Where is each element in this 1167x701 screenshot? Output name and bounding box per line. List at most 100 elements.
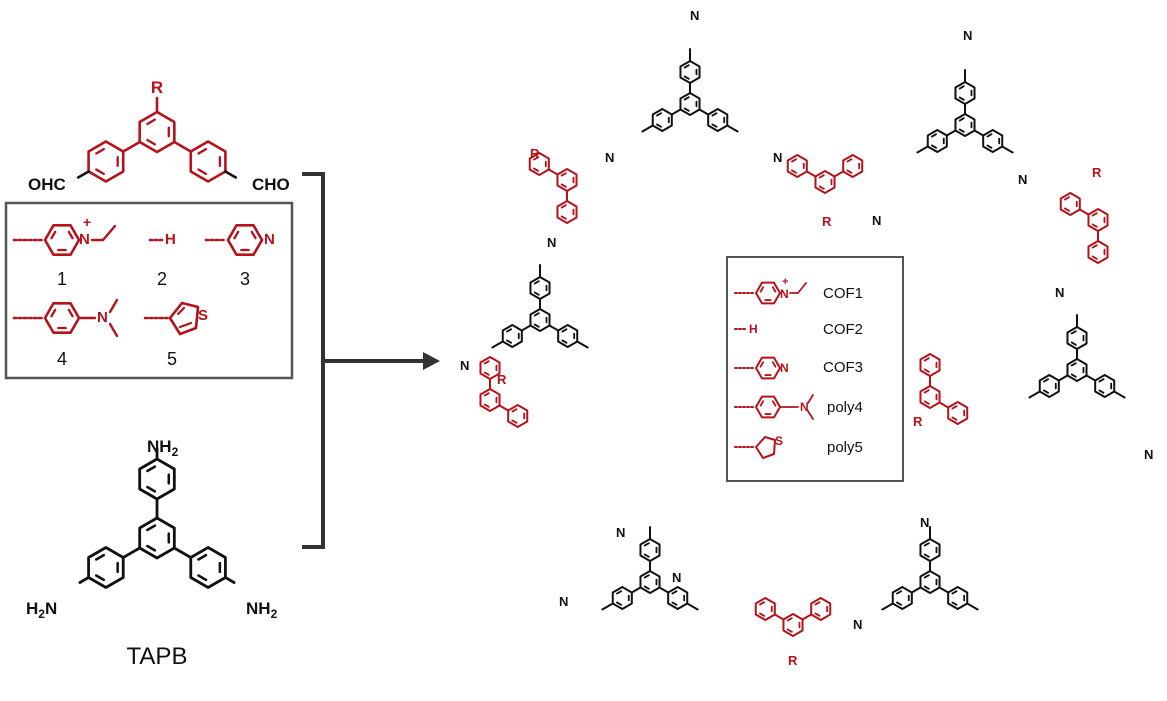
cho-bond — [76, 170, 90, 179]
legend5-s: S — [775, 434, 783, 448]
subst5-s: S — [198, 307, 208, 324]
linker-aryl-ring — [507, 404, 529, 428]
subst3-index: 3 — [240, 269, 250, 289]
imine-n-label: N — [872, 213, 881, 228]
node-aryl-bond — [698, 108, 710, 116]
imine-bond — [576, 340, 589, 349]
legend-cof1: COF1 — [823, 285, 863, 302]
aromatic-bond — [533, 323, 540, 328]
aryl-ring — [87, 546, 125, 589]
aromatic-bond — [146, 138, 157, 146]
aromatic-bond — [561, 328, 568, 333]
subst3-n: N — [264, 231, 275, 248]
aromatic-bond — [791, 158, 798, 163]
aromatic-bond — [814, 601, 821, 606]
linker-aryl-ring — [1087, 240, 1109, 264]
aromatic-bond — [951, 405, 958, 410]
tapb-structure — [78, 447, 236, 589]
aromatic-bond — [483, 392, 490, 397]
tapb-top-nh2: NH2 — [147, 437, 179, 459]
linker-aryl-bond — [498, 404, 510, 412]
node-aryl-bond — [520, 324, 532, 332]
node-aryl-bond — [945, 129, 957, 137]
node-core-ring — [639, 570, 661, 594]
node-aryl-ring — [954, 81, 976, 105]
aromatic-bond — [94, 574, 106, 582]
r-label: R — [913, 414, 923, 429]
linker-aryl-ring — [947, 401, 969, 425]
pyridinium-ring — [43, 223, 81, 257]
aromatic-bond — [931, 144, 938, 149]
linker-aryl-ring — [479, 356, 501, 380]
linker-aryl-ring — [842, 154, 864, 178]
aromatic-bond — [146, 485, 157, 493]
imine-n-label: N — [1055, 285, 1064, 300]
imine-bond — [641, 124, 654, 133]
legend1-charge: + — [782, 276, 788, 288]
aromatic-bond — [683, 107, 690, 112]
aryl-bond — [172, 546, 193, 559]
legend-structures — [734, 281, 814, 459]
aryl-bond — [173, 140, 193, 153]
aromatic-bond — [616, 590, 623, 595]
aldehyde-r-label: R — [151, 78, 163, 97]
reaction-arrow-head — [423, 352, 440, 370]
aromatic-bond — [533, 156, 540, 161]
aromatic-bond — [923, 585, 930, 590]
legend-poly5: poly5 — [827, 439, 863, 456]
phenyl-ring — [43, 301, 81, 335]
aromatic-bond — [818, 174, 825, 179]
aromatic-bond — [923, 542, 930, 547]
aromatic-bond — [759, 601, 766, 606]
r-label: R — [530, 146, 540, 161]
aromatic-bond — [511, 419, 518, 424]
core-ring — [138, 110, 176, 154]
subst4-index: 4 — [57, 349, 67, 369]
r-label: R — [822, 214, 832, 229]
aromatic-bond — [1091, 244, 1098, 249]
aromatic-bond — [786, 628, 793, 633]
tapb-right-nh2: NH2 — [246, 599, 278, 621]
node-core-ring — [1066, 358, 1088, 382]
aromatic-bond — [511, 408, 518, 413]
aromatic-bond — [711, 112, 718, 117]
aromatic-bond — [896, 590, 903, 595]
aromatic-bond — [197, 168, 208, 176]
aromatic-bond — [533, 167, 540, 172]
linker-aryl-bond — [833, 170, 845, 178]
node-aryl-ring — [891, 586, 913, 610]
legend-pyridinium-ring — [755, 281, 781, 305]
linker-aryl-bond — [547, 168, 559, 176]
aromatic-bond — [483, 371, 490, 376]
node-aryl-ring — [947, 586, 969, 610]
imine-n-label: N — [605, 150, 614, 165]
aromatic-bond — [250, 230, 257, 240]
aromatic-bond — [560, 172, 567, 177]
imine-n-label: N — [690, 8, 699, 23]
imine-n-label: N — [460, 358, 469, 373]
aromatic-bond — [560, 204, 567, 209]
aromatic-bond — [759, 612, 766, 617]
aromatic-bond — [1091, 255, 1098, 260]
aromatic-bond — [506, 328, 513, 333]
pyridine-ring — [226, 223, 264, 257]
methyl-bond — [108, 322, 119, 338]
r-label: R — [788, 653, 798, 668]
aromatic-bond — [958, 128, 965, 133]
aromatic-bond — [951, 601, 958, 606]
node-aryl-ring — [1094, 374, 1116, 398]
aromatic-bond — [656, 112, 663, 117]
node-aryl-bond — [1085, 374, 1097, 382]
linker-aryl-ring — [528, 152, 550, 176]
aromatic-bond — [178, 321, 193, 329]
legend-cof3: COF3 — [823, 359, 863, 376]
subst1-index: 1 — [57, 269, 67, 289]
aromatic-bond — [923, 357, 930, 362]
legend-box — [726, 256, 904, 482]
node-aryl-bond — [658, 586, 670, 594]
aromatic-bond — [771, 286, 777, 293]
aromatic-bond — [643, 542, 650, 547]
imine-bond — [881, 602, 894, 611]
aromatic-bond — [1098, 378, 1105, 383]
